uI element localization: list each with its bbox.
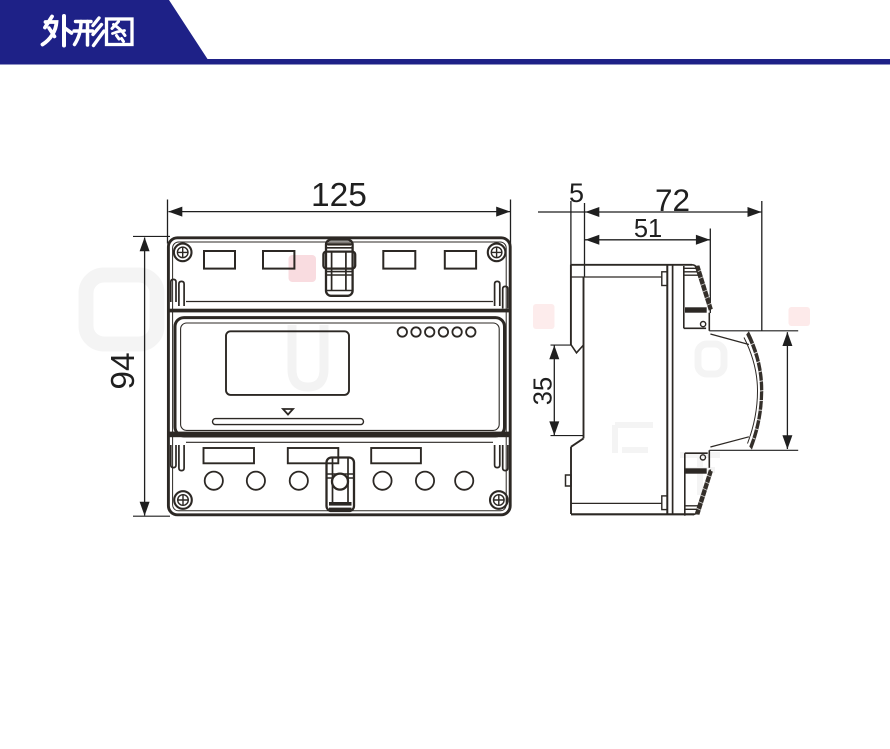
svg-text:125: 125: [311, 177, 367, 214]
svg-text:94: 94: [105, 352, 142, 389]
svg-text:35: 35: [530, 377, 558, 405]
svg-text:5: 5: [569, 178, 584, 208]
svg-text:51: 51: [634, 215, 662, 243]
